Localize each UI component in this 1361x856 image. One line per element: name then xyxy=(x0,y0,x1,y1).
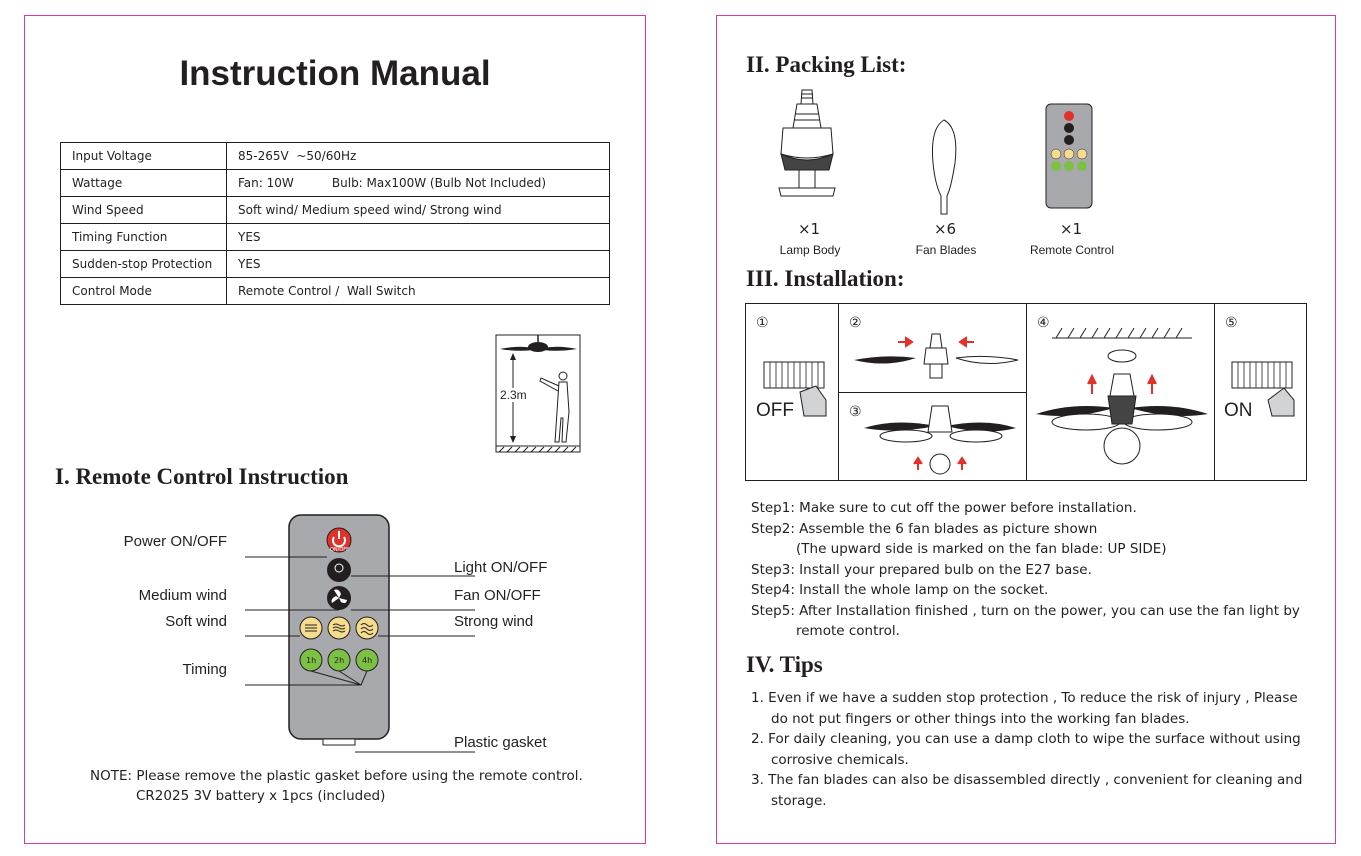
installation-diagram: ① ② ③ ④ ⑤ OFF xyxy=(745,303,1307,481)
installation-title: III. Installation: xyxy=(746,266,905,291)
step-number-2: ② xyxy=(849,315,862,331)
tips-list: 1. Even if we have a sudden stop protect… xyxy=(751,688,1321,811)
lamp-body-qty: ×1 xyxy=(797,220,821,238)
step-line: Step5: After Installation finished , tur… xyxy=(751,602,1300,619)
panel-divider xyxy=(839,392,1026,393)
callout-timing: Timing xyxy=(182,661,227,678)
note-line: CR2025 3V battery x 1pcs (included) xyxy=(136,788,386,804)
off-label: OFF xyxy=(756,400,794,421)
step-line: Step1: Make sure to cut off the power be… xyxy=(751,500,1137,516)
mounting-height-illustration xyxy=(495,334,581,453)
callout-light: Light ON/OFF xyxy=(454,559,548,576)
remote-section-title: I. Remote Control Instruction xyxy=(55,464,349,489)
callout-soft-wind: Soft wind xyxy=(165,613,227,630)
plastic-gasket xyxy=(322,738,356,746)
step-line: (The upward side is marked on the fan bl… xyxy=(796,541,1167,557)
timer-1h-label: 1h xyxy=(306,656,317,665)
callout-fan: Fan ON/OFF xyxy=(454,587,541,604)
fan-blades-label: Fan Blades xyxy=(915,243,977,257)
callout-power: Power ON/OFF xyxy=(123,533,227,550)
power-button xyxy=(326,527,352,553)
onoff-text: ON/OFF xyxy=(330,547,350,553)
fan-blade-illustration xyxy=(932,119,957,215)
callout-gasket: Plastic gasket xyxy=(454,734,547,751)
tip-line: 2. For daily cleaning, you can use a dam… xyxy=(751,731,1301,747)
callout-strong-wind: Strong wind xyxy=(454,613,534,630)
step-number-5: ⑤ xyxy=(1225,315,1238,331)
install-bulb-illustration xyxy=(864,405,1016,475)
spec-value: YES xyxy=(226,250,610,278)
remote-qty: ×1 xyxy=(1059,220,1083,238)
tip-line: storage. xyxy=(771,792,827,809)
step1-panel xyxy=(746,304,839,480)
breaker-on-icon xyxy=(1231,361,1295,417)
tip-line: do not put fingers or other things into … xyxy=(771,710,1190,727)
note-line: NOTE: Please remove the plastic gasket b… xyxy=(90,768,583,784)
on-label: ON xyxy=(1224,400,1253,421)
spec-value: YES xyxy=(226,223,610,251)
assemble-blades-illustration xyxy=(854,333,1019,379)
step-number-1: ① xyxy=(756,315,769,331)
remote-label: Remote Control xyxy=(1029,243,1115,257)
spec-value: Remote Control / Wall Switch xyxy=(226,277,610,305)
spec-value: 85-265V ~50/60Hz xyxy=(226,142,610,170)
spec-key: Wind Speed xyxy=(60,196,227,224)
step-line: Step3: Install your prepared bulb on the… xyxy=(751,561,1092,578)
tips-title: IV. Tips xyxy=(746,652,823,677)
packing-list-title: II. Packing List: xyxy=(746,52,907,77)
lamp-body-label: Lamp Body xyxy=(779,243,841,257)
breaker-off-icon xyxy=(763,361,827,417)
remote-diagram xyxy=(245,514,475,753)
step-line: Step2: Assemble the 6 fan blades as pict… xyxy=(751,520,1098,537)
timer-2h-label: 2h xyxy=(334,656,345,665)
strong-wind-button xyxy=(355,616,379,640)
spec-key: Input Voltage xyxy=(60,142,227,170)
step4-panel xyxy=(1027,304,1215,480)
spec-value: Soft wind/ Medium speed wind/ Strong win… xyxy=(226,196,610,224)
install-lamp-illustration xyxy=(1036,327,1208,465)
callout-medium-wind: Medium wind xyxy=(138,587,227,604)
fan-blades-qty: ×6 xyxy=(933,220,957,238)
tip-line: corrosive chemicals. xyxy=(771,751,909,768)
installation-steps: Step1: Make sure to cut off the power be… xyxy=(751,498,1300,642)
spec-key: Control Mode xyxy=(60,277,227,305)
light-button xyxy=(327,558,351,582)
step-line: Step4: Install the whole lamp on the soc… xyxy=(751,582,1049,598)
tip-line: 1. Even if we have a sudden stop protect… xyxy=(751,690,1298,706)
step-line: remote control. xyxy=(796,623,900,639)
spec-key: Timing Function xyxy=(60,223,227,251)
manual-title: Instruction Manual xyxy=(179,54,491,93)
timer-4h-label: 4h xyxy=(362,656,373,665)
spec-value: Fan: 10W Bulb: Max100W (Bulb Not Include… xyxy=(226,169,610,197)
height-label: 2.3m xyxy=(500,388,527,402)
step2-3-panel xyxy=(839,304,1027,480)
lamp-body-illustration xyxy=(778,89,836,197)
tip-line: 3. The fan blades can also be disassembl… xyxy=(751,772,1303,788)
battery-note: NOTE: Please remove the plastic gasket b… xyxy=(90,766,583,806)
step-number-4: ④ xyxy=(1037,315,1050,331)
spec-key: Sudden-stop Protection xyxy=(60,250,227,278)
right-page: II. Packing List: ×1 Lamp Body ×6 Fan Bl… xyxy=(716,15,1336,844)
step-number-3: ③ xyxy=(849,404,862,420)
remote-illustration xyxy=(1045,103,1093,209)
spec-key: Wattage xyxy=(60,169,227,197)
